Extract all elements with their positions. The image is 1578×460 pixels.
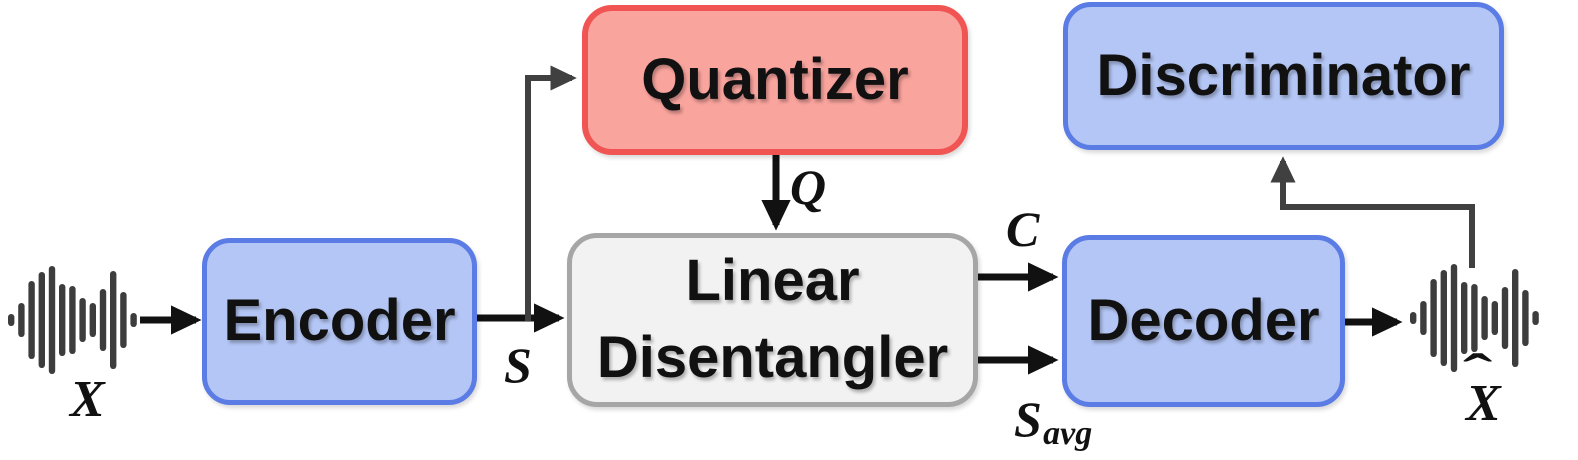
input-waveform-icon xyxy=(8,266,137,374)
line-branch-to-quantizer xyxy=(525,65,577,321)
discriminator-label: Discriminator xyxy=(1096,42,1471,108)
discriminator-box: Discriminator xyxy=(1063,2,1504,150)
encoder-output-label: S xyxy=(504,337,532,393)
decoder-label: Decoder xyxy=(1087,287,1320,353)
disentangler-label-line2: Disentangler xyxy=(596,325,949,390)
disentangler-label-line1: Linear xyxy=(685,248,860,314)
quantizer-label: Quantizer xyxy=(641,46,909,112)
speaker-average-subscript: avg xyxy=(1043,415,1093,453)
quantizer-output-label: Q xyxy=(790,159,827,215)
quantizer-box: Quantizer xyxy=(582,5,968,155)
speaker-average-base: S xyxy=(1014,391,1042,447)
hat-accent: ˆ xyxy=(1463,344,1493,402)
linear-disentangler-box: Linear Disentangler xyxy=(567,233,978,407)
line-output-to-discriminator xyxy=(1270,156,1475,268)
encoder-label: Encoder xyxy=(223,288,456,354)
output-signal-base: X xyxy=(1466,375,1501,432)
content-code-label: C xyxy=(1006,201,1040,257)
input-signal-label: X xyxy=(70,371,105,428)
output-waveform-icon xyxy=(1410,264,1539,372)
decoder-box: Decoder xyxy=(1062,235,1345,407)
encoder-box: Encoder xyxy=(202,238,477,405)
speaker-average-label: Savg xyxy=(1014,391,1092,451)
